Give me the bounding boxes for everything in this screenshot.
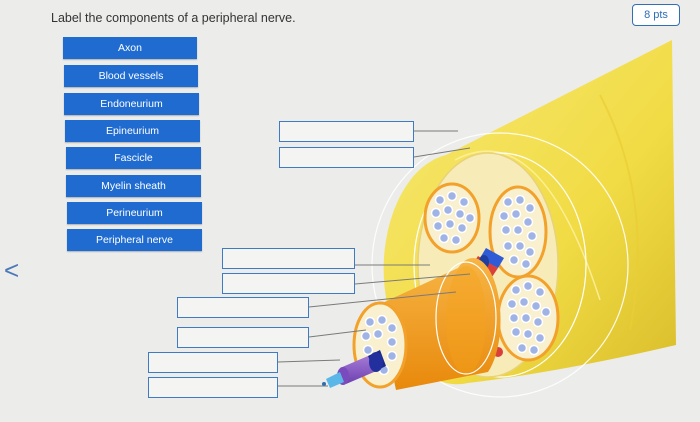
term-blood-vessels[interactable]: Blood vessels	[64, 65, 198, 87]
drop-zone-7[interactable]	[148, 352, 278, 373]
leader-lines	[277, 130, 471, 387]
fascicle-upper-left	[423, 182, 481, 254]
perineurium-tube	[352, 258, 501, 390]
drop-zone-4[interactable]	[222, 273, 355, 294]
drop-zone-2[interactable]	[279, 147, 414, 168]
term-perineurium[interactable]: Perineurium	[67, 202, 202, 224]
drop-zone-6[interactable]	[177, 327, 309, 348]
question-text: Label the components of a peripheral ner…	[51, 11, 296, 25]
term-epineurium[interactable]: Epineurium	[65, 120, 200, 142]
fascicle-lower-right	[496, 274, 560, 362]
term-myelin-sheath[interactable]: Myelin sheath	[66, 175, 201, 197]
drop-zone-5[interactable]	[177, 297, 309, 318]
term-endoneurium[interactable]: Endoneurium	[64, 93, 199, 115]
term-peripheral-nerve[interactable]: Peripheral nerve	[67, 229, 202, 251]
axon-with-myelin	[322, 350, 386, 388]
drop-zone-8[interactable]	[148, 377, 278, 398]
drop-zone-3[interactable]	[222, 248, 355, 269]
term-axon[interactable]: Axon	[63, 37, 197, 59]
chevron-left-icon[interactable]: <	[4, 255, 20, 285]
term-fascicle[interactable]: Fascicle	[66, 147, 201, 169]
points-badge: 8 pts	[632, 4, 680, 26]
drop-zone-1[interactable]	[279, 121, 414, 142]
